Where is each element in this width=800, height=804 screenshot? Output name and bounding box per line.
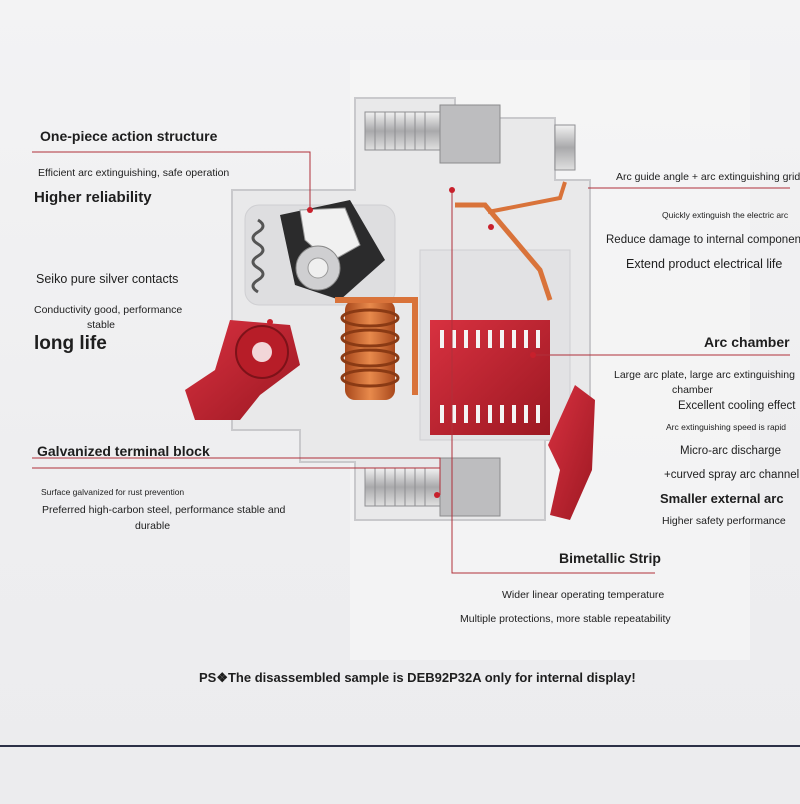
arc-guide-line1: Quickly extinguish the electric arc (662, 210, 789, 220)
silver-contacts-line1b: stable (87, 319, 116, 331)
arc-chamber-line2: Excellent cooling effect (678, 400, 796, 412)
terminal-block-line2: Preferred high-carbon steel, performance… (42, 504, 286, 516)
arc-chamber-line1: Large arc plate, large arc extinguishing (614, 369, 795, 381)
arc-chamber-line5: +curved spray arc channel (664, 469, 800, 481)
terminal-block-title: Galvanized terminal block (37, 443, 210, 459)
silver-contacts-title: Seiko pure silver contacts (36, 272, 179, 286)
arc-guide-line3: Extend product electrical life (626, 257, 783, 271)
bimetallic-title: Bimetallic Strip (559, 550, 661, 566)
action-structure-line1: Efficient arc extinguishing, safe operat… (38, 167, 230, 179)
arc-chamber-line7: Higher safety performance (662, 515, 786, 527)
action-structure-title: One-piece action structure (40, 128, 218, 144)
bimetallic-line2: Multiple protections, more stable repeat… (460, 613, 671, 625)
arc-chamber-line1b: chamber (672, 384, 713, 396)
terminal-block-line1: Surface galvanized for rust prevention (41, 487, 185, 497)
arc-chamber-title: Arc chamber (704, 334, 790, 350)
footnote: PS❖The disassembled sample is DEB92P32A … (199, 670, 636, 685)
arc-chamber-line3: Arc extinguishing speed is rapid (666, 422, 787, 432)
silver-contacts-line2: long life (34, 333, 107, 354)
arc-guide-title: Arc guide angle + arc extinguishing grid (616, 171, 800, 183)
silver-contacts-line1: Conductivity good, performance (34, 304, 183, 316)
arc-chamber-line6: Smaller external arc (660, 491, 784, 506)
action-structure-line2: Higher reliability (34, 189, 152, 206)
arc-guide-line2: Reduce damage to internal components (606, 234, 800, 246)
bimetallic-line1: Wider linear operating temperature (502, 589, 665, 601)
terminal-block-line2b: durable (135, 520, 171, 532)
bottom-divider (0, 745, 800, 747)
arc-chamber-line4: Micro-arc discharge (680, 445, 781, 457)
